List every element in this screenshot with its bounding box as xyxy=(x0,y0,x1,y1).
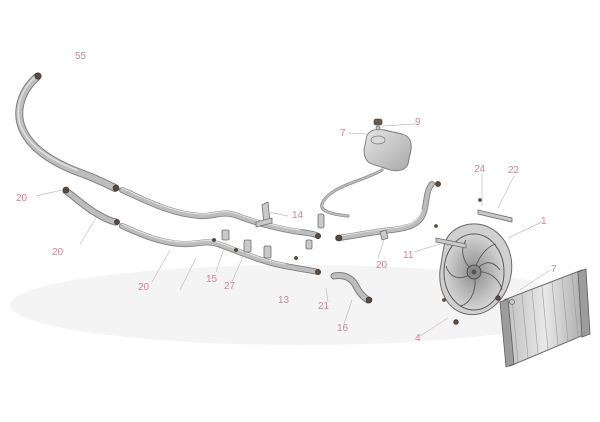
radiator-inlet-hose xyxy=(335,181,441,242)
callout-20-mid: 20 xyxy=(376,260,388,271)
expansion-tank xyxy=(320,118,412,218)
callout-24: 24 xyxy=(474,164,486,175)
radiator xyxy=(499,268,591,368)
callout-11: 11 xyxy=(403,250,414,261)
callout-1: 1 xyxy=(541,216,547,227)
small-elbow-hose xyxy=(317,213,373,304)
callout-55: 55 xyxy=(75,51,87,62)
callout-4: 4 xyxy=(415,333,421,344)
leader-lines xyxy=(35,123,551,337)
lower-hard-pipe xyxy=(119,223,321,275)
callout-7-radiator: 7 xyxy=(551,264,557,275)
callout-20-upper: 20 xyxy=(16,193,28,204)
upper-coolant-hose xyxy=(15,72,120,192)
callout-9: 9 xyxy=(415,117,421,128)
pipe-brackets xyxy=(212,201,313,260)
callout-labels: 55 20 20 20 20 14 15 27 13 21 16 9 7 24 … xyxy=(16,51,557,344)
callout-22: 22 xyxy=(508,165,520,176)
callout-7-tank: 7 xyxy=(340,128,346,139)
callout-16: 16 xyxy=(337,323,349,334)
callout-21: 21 xyxy=(318,301,330,312)
callout-13: 13 xyxy=(278,295,290,306)
cooling-fan-assembly xyxy=(435,209,513,325)
callout-27: 27 xyxy=(224,281,236,292)
callout-20-lower-hose: 20 xyxy=(52,247,64,258)
upper-hard-pipe xyxy=(119,187,321,239)
lower-short-hose xyxy=(62,186,120,226)
callout-14: 14 xyxy=(292,210,304,221)
fasteners xyxy=(434,198,482,302)
callout-20-pipe: 20 xyxy=(138,282,150,293)
callout-15: 15 xyxy=(206,274,218,285)
